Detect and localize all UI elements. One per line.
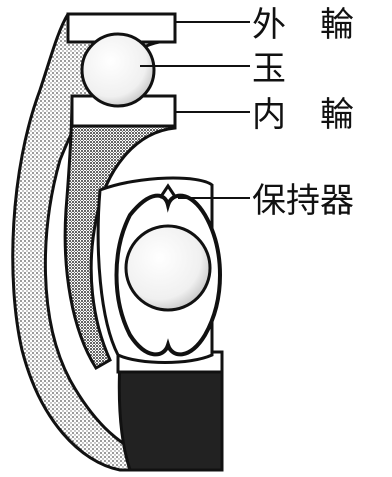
ball-top xyxy=(80,32,156,108)
leader-lines xyxy=(140,21,250,199)
label-ball: 玉 xyxy=(252,49,286,89)
ball-in-cage xyxy=(124,224,212,312)
label-inner-ring: 内 輪 xyxy=(252,95,354,135)
label-cage: 保持器 xyxy=(252,181,354,221)
label-outer-ring: 外 輪 xyxy=(252,5,354,45)
